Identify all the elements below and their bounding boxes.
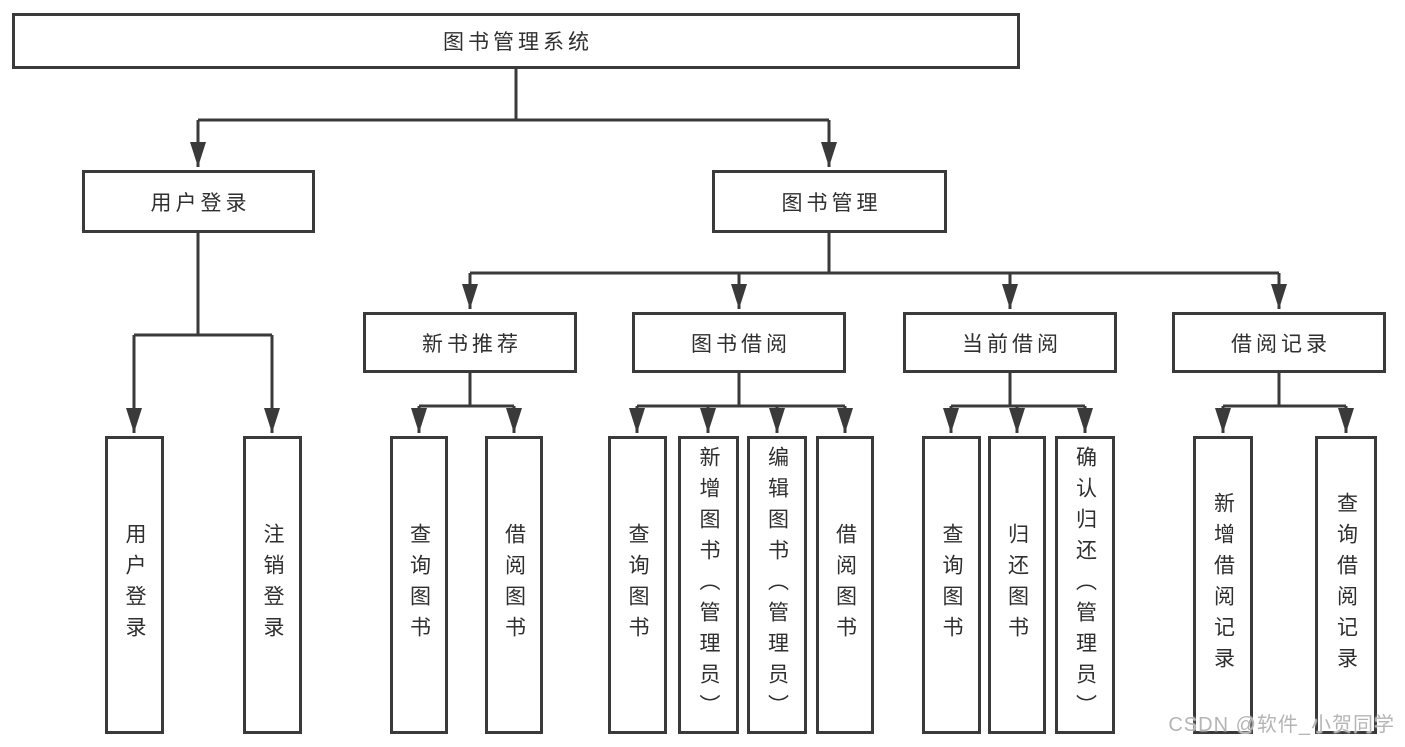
- csdn-watermark: CSDN @软件_小贺同学: [1168, 714, 1395, 736]
- node-current-borrow: 当前借阅: [903, 312, 1117, 373]
- leaf-borrow-edit-book-admin: 编辑图书（管理员）: [747, 436, 807, 734]
- leaf-current-confirm-return-admin: 确认归还（管理员）: [1055, 436, 1115, 734]
- leaf-logout: 注销登录: [243, 436, 302, 734]
- leaf-newbook-query-book: 查询图书: [390, 436, 448, 734]
- node-book-management: 图书管理: [712, 170, 947, 233]
- node-borrow-records: 借阅记录: [1172, 312, 1386, 373]
- leaf-borrow-borrow-book: 借阅图书: [816, 436, 874, 734]
- node-root-library-system: 图书管理系统: [12, 13, 1020, 69]
- leaf-borrow-query-book: 查询图书: [608, 436, 667, 734]
- node-book-borrow: 图书借阅: [632, 312, 846, 373]
- leaf-current-query-book: 查询图书: [922, 436, 981, 734]
- leaf-records-add-record: 新增借阅记录: [1193, 436, 1253, 734]
- leaf-newbook-borrow-book: 借阅图书: [485, 436, 543, 734]
- leaf-records-query-record: 查询借阅记录: [1315, 436, 1377, 734]
- leaf-user-login: 用户登录: [105, 436, 164, 734]
- leaf-borrow-add-book-admin: 新增图书（管理员）: [678, 436, 739, 734]
- node-user-login: 用户登录: [82, 170, 315, 233]
- leaf-current-return-book: 归还图书: [988, 436, 1046, 734]
- node-new-book-recommend: 新书推荐: [363, 312, 577, 373]
